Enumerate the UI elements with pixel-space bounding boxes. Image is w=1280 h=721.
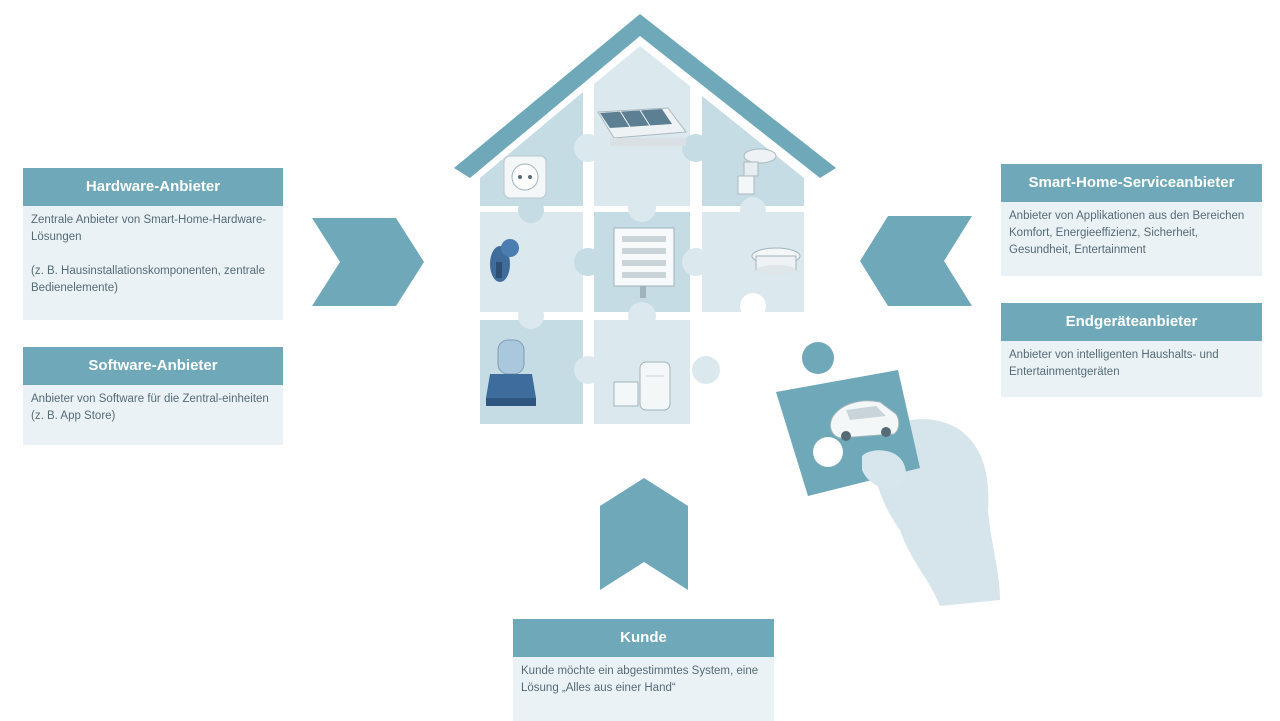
arrow-up-icon (600, 478, 688, 590)
appliances-icon (613, 361, 671, 411)
arrow-right-icon (860, 216, 972, 306)
thumb-icon (862, 450, 906, 490)
software-provider-box: Software-Anbieter Anbieter von Software … (23, 347, 283, 445)
solar-panel-icon (597, 107, 687, 146)
hardware-provider-description: Zentrale Anbieter von Smart-Home-Hardwar… (23, 206, 283, 320)
hardware-provider-title: Hardware-Anbieter (23, 168, 283, 206)
hardware-provider-box: Hardware-Anbieter Zentrale Anbieter von … (23, 168, 283, 320)
device-provider-text: Anbieter von intelligenten Haushalts- un… (1009, 349, 1219, 378)
house-diagram (454, 14, 836, 424)
car-icon (829, 400, 900, 441)
software-provider-title: Software-Anbieter (23, 347, 283, 385)
control-panel-icon (613, 227, 675, 298)
smart-key-icon (490, 239, 519, 282)
service-provider-title: Smart-Home-Serviceanbieter (1001, 164, 1262, 202)
service-provider-box: Smart-Home-Serviceanbieter Anbieter von … (1001, 164, 1262, 276)
arrow-left-icon (312, 218, 424, 306)
smoke-detector-icon (751, 247, 801, 275)
device-provider-box: Endgeräteanbieter Anbieter von intellige… (1001, 303, 1262, 397)
device-provider-title: Endgeräteanbieter (1001, 303, 1262, 341)
hardware-provider-text-2: (z. B. Hausinstallationskomponenten, zen… (31, 265, 265, 294)
customer-text: Kunde möchte ein abgestimmtes System, ei… (521, 665, 759, 694)
customer-title: Kunde (513, 619, 774, 657)
hand-with-puzzle (776, 342, 1000, 606)
customer-description: Kunde möchte ein abgestimmtes System, ei… (513, 657, 774, 721)
camera-icon (737, 148, 777, 195)
software-provider-description: Anbieter von Software für die Zentral-ei… (23, 385, 283, 445)
siren-light-icon (486, 339, 536, 406)
customer-box: Kunde Kunde möchte ein abgestimmtes Syst… (513, 619, 774, 721)
service-provider-description: Anbieter von Applikationen aus den Berei… (1001, 202, 1262, 276)
device-provider-description: Anbieter von intelligenten Haushalts- un… (1001, 341, 1262, 397)
socket-icon (503, 155, 547, 199)
service-provider-text: Anbieter von Applikationen aus den Berei… (1009, 210, 1245, 256)
software-provider-text: Anbieter von Software für die Zentral-ei… (31, 393, 269, 422)
hardware-provider-text-1: Zentrale Anbieter von Smart-Home-Hardwar… (31, 214, 267, 243)
